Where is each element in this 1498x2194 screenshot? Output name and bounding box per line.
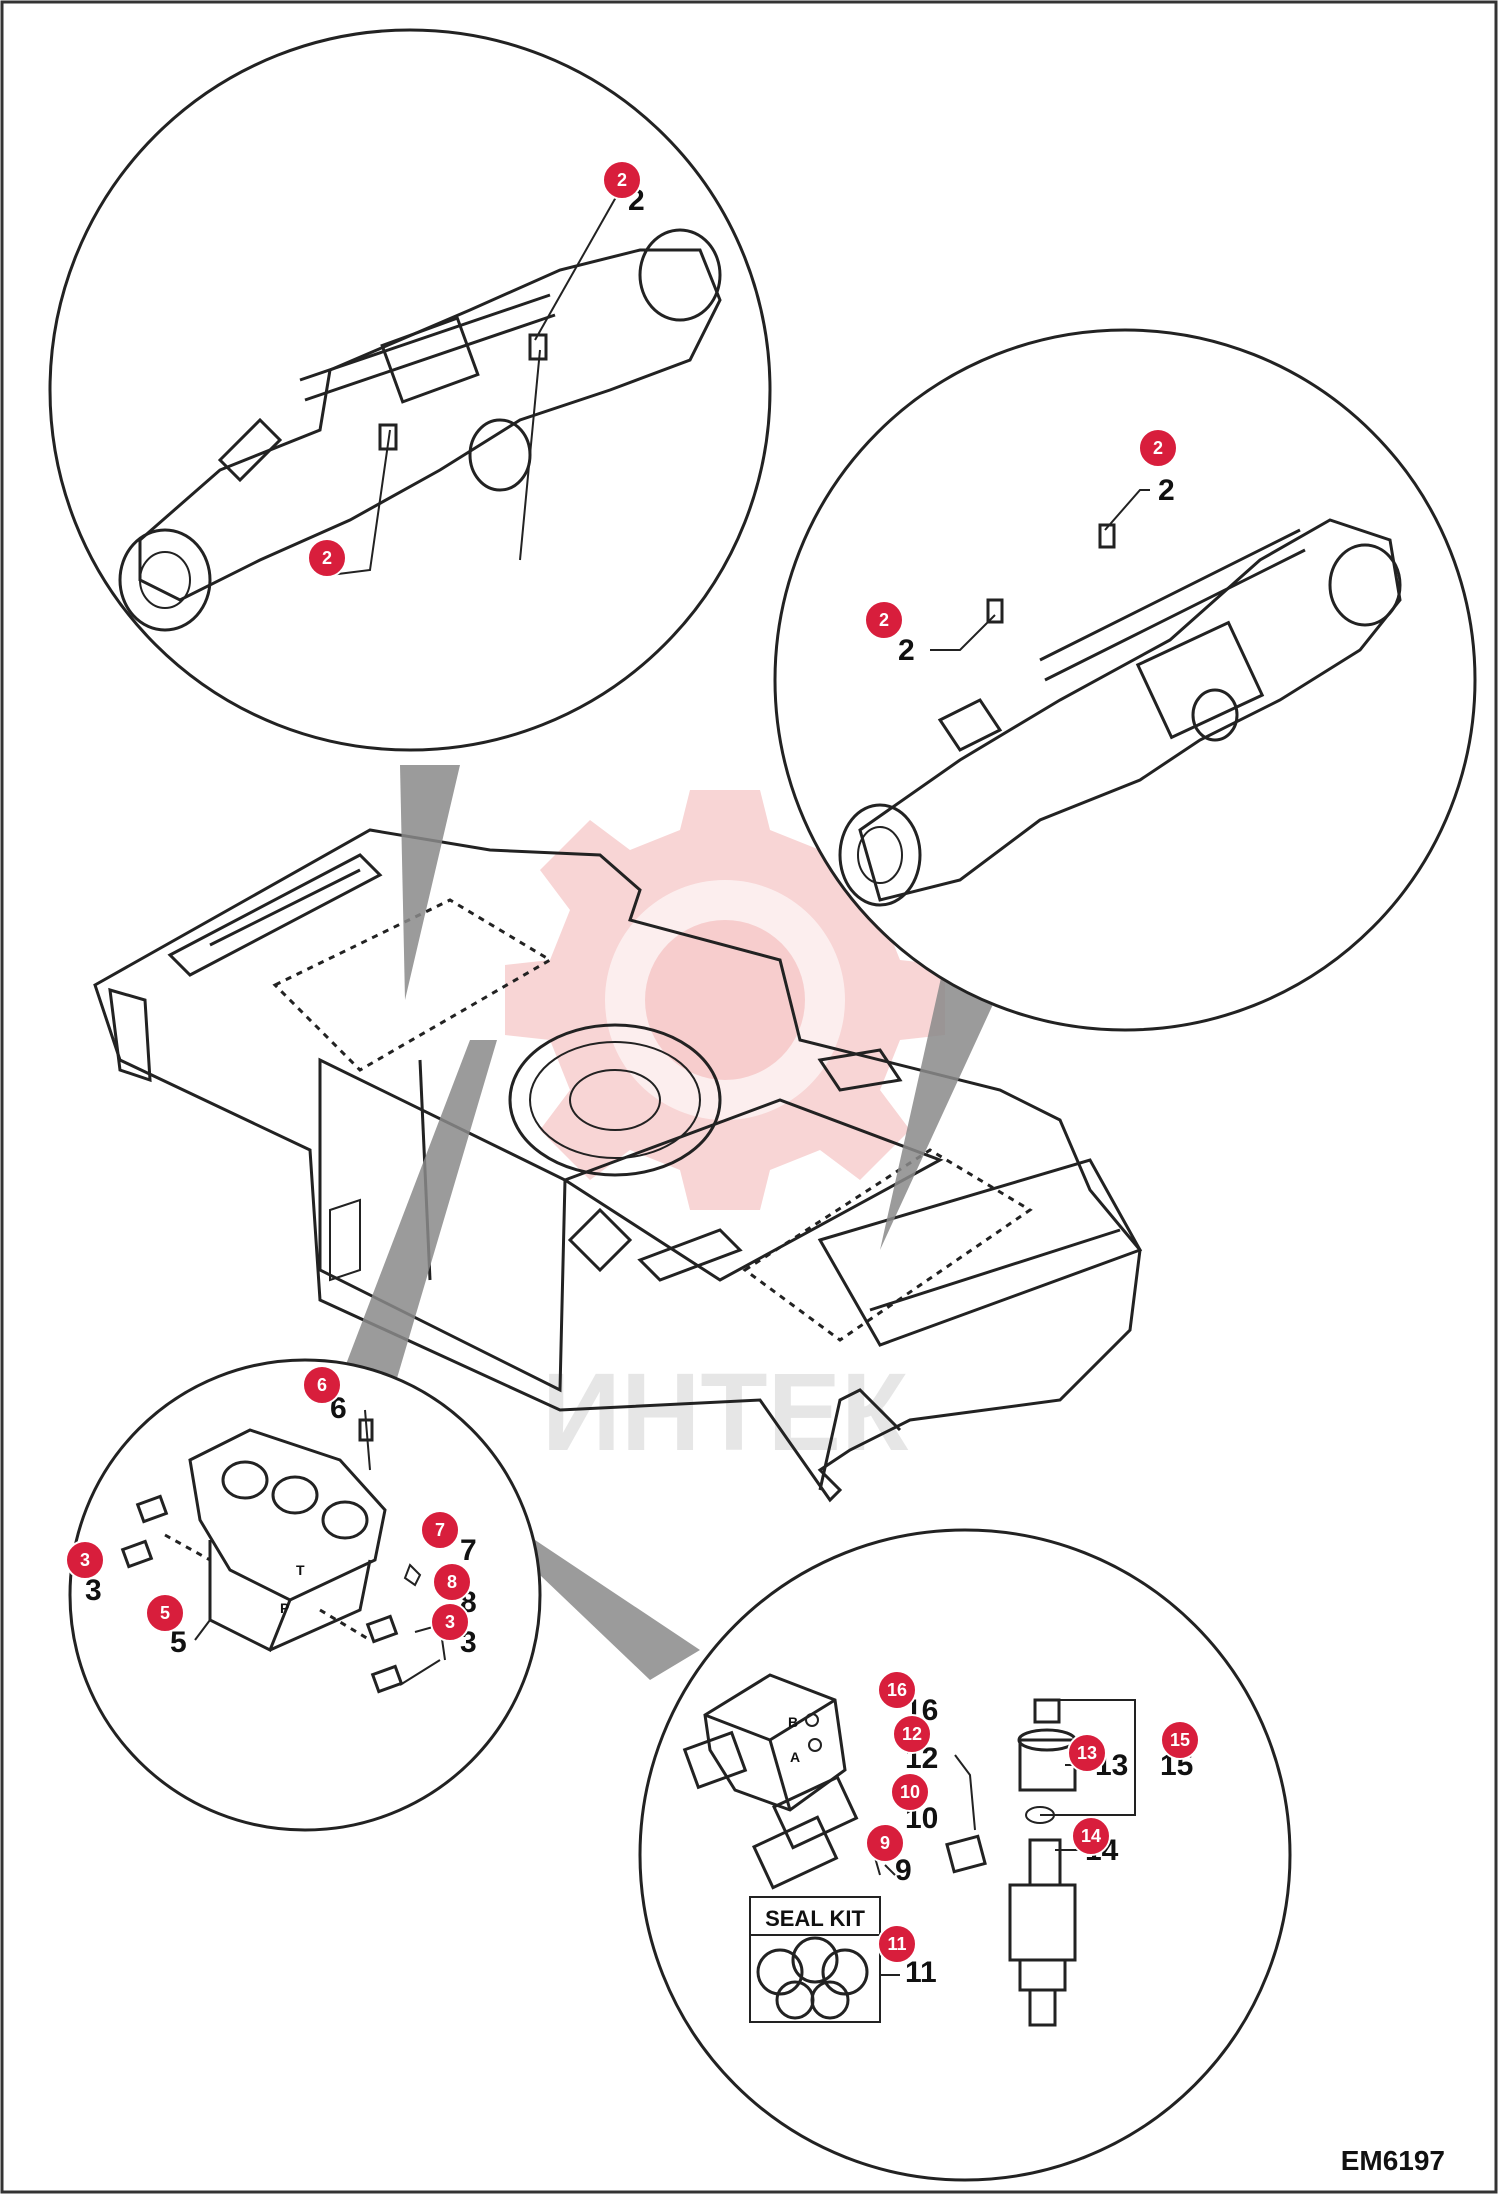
svg-text:2: 2 — [322, 548, 332, 568]
svg-text:3: 3 — [445, 1612, 455, 1632]
svg-text:2: 2 — [617, 170, 627, 190]
axle-assembly-top-left — [118, 228, 722, 632]
main-chassis — [93, 828, 1143, 1503]
callout-15[interactable]: 15 — [1160, 1720, 1200, 1760]
detail-circle-bottom-left: T P 6 3 5 7 8 3 6 3 5 7 8 — [65, 1358, 542, 1832]
leader-line — [954, 1754, 976, 1831]
svg-text:2: 2 — [879, 610, 889, 630]
callout-12[interactable]: 12 — [892, 1714, 932, 1754]
part-number-9: 9 — [895, 1854, 912, 1887]
part-number-3: 3 — [85, 1574, 102, 1607]
svg-text:5: 5 — [160, 1603, 170, 1623]
svg-text:16: 16 — [887, 1680, 907, 1700]
callout-8[interactable]: 8 — [432, 1562, 472, 1602]
svg-text:15: 15 — [1170, 1730, 1190, 1750]
part-number-7: 7 — [460, 1534, 477, 1567]
svg-text:12: 12 — [902, 1724, 922, 1744]
svg-text:8: 8 — [447, 1572, 457, 1592]
axle-assembly-top-right — [838, 518, 1402, 907]
port-label-a: A — [790, 1749, 800, 1765]
callout-2[interactable]: 2 — [602, 160, 642, 200]
leader-line — [534, 189, 621, 341]
svg-text:10: 10 — [900, 1782, 920, 1802]
leader-line — [1104, 489, 1150, 531]
leader-bracket — [1040, 1699, 1136, 1816]
leader-line — [399, 1659, 441, 1686]
port-label-t: T — [296, 1562, 305, 1578]
pointer-top-left — [400, 765, 460, 1000]
leader-line — [884, 1864, 896, 1876]
seal-kit-box: SEAL KIT — [749, 1896, 881, 2023]
callout-3[interactable]: 3 — [430, 1602, 470, 1642]
callout-7[interactable]: 7 — [420, 1510, 460, 1550]
callout-2[interactable]: 2 — [1138, 428, 1178, 468]
callout-16[interactable]: 16 — [877, 1670, 917, 1710]
leader-line — [194, 1619, 211, 1641]
pointer-top-right — [880, 960, 995, 1250]
part-number-2: 2 — [1158, 474, 1175, 507]
callout-6[interactable]: 6 — [302, 1365, 342, 1405]
callout-2[interactable]: 2 — [864, 600, 904, 640]
callout-14[interactable]: 14 — [1071, 1816, 1111, 1856]
callout-9[interactable]: 9 — [865, 1823, 905, 1863]
part-number-11: 11 — [905, 1956, 937, 1989]
port-label-b: B — [788, 1714, 798, 1730]
callout-10[interactable]: 10 — [890, 1772, 930, 1812]
part-number-2: 2 — [898, 634, 915, 667]
detail-circle-bottom-right: B A SEAL KIT 16 12 10 9 13 15 14 11 16 — [638, 1528, 1292, 2182]
leader-line — [930, 614, 996, 651]
figure-reference-code: EM6197 — [1341, 2145, 1445, 2176]
part-number-5: 5 — [170, 1626, 187, 1659]
svg-text:11: 11 — [887, 1934, 906, 1954]
detail-circle-top-left: 2 2 2 — [48, 28, 772, 752]
svg-text:2: 2 — [1153, 438, 1163, 458]
detail-circle-top-right: 2 2 2 2 — [773, 328, 1477, 1032]
leader-line — [329, 429, 391, 576]
svg-text:6: 6 — [317, 1375, 327, 1395]
svg-text:7: 7 — [435, 1520, 445, 1540]
svg-text:3: 3 — [80, 1550, 90, 1570]
svg-text:9: 9 — [880, 1833, 890, 1853]
callout-3[interactable]: 3 — [65, 1540, 105, 1580]
watermark-logo: ИНТЕК — [505, 790, 945, 1474]
callout-11[interactable]: 11 — [877, 1924, 917, 1964]
seal-kit-label: SEAL KIT — [765, 1906, 865, 1931]
callout-13[interactable]: 13 — [1067, 1733, 1107, 1773]
valve-block-bottom-left: T P — [120, 1409, 422, 1694]
callout-2[interactable]: 2 — [307, 538, 347, 578]
port-label-p: P — [280, 1600, 289, 1616]
svg-text:13: 13 — [1077, 1743, 1097, 1763]
watermark-text: ИНТЕК — [542, 1351, 909, 1474]
callout-5[interactable]: 5 — [145, 1593, 185, 1633]
pointer-bottom-left — [340, 1040, 497, 1385]
svg-text:14: 14 — [1081, 1826, 1101, 1846]
